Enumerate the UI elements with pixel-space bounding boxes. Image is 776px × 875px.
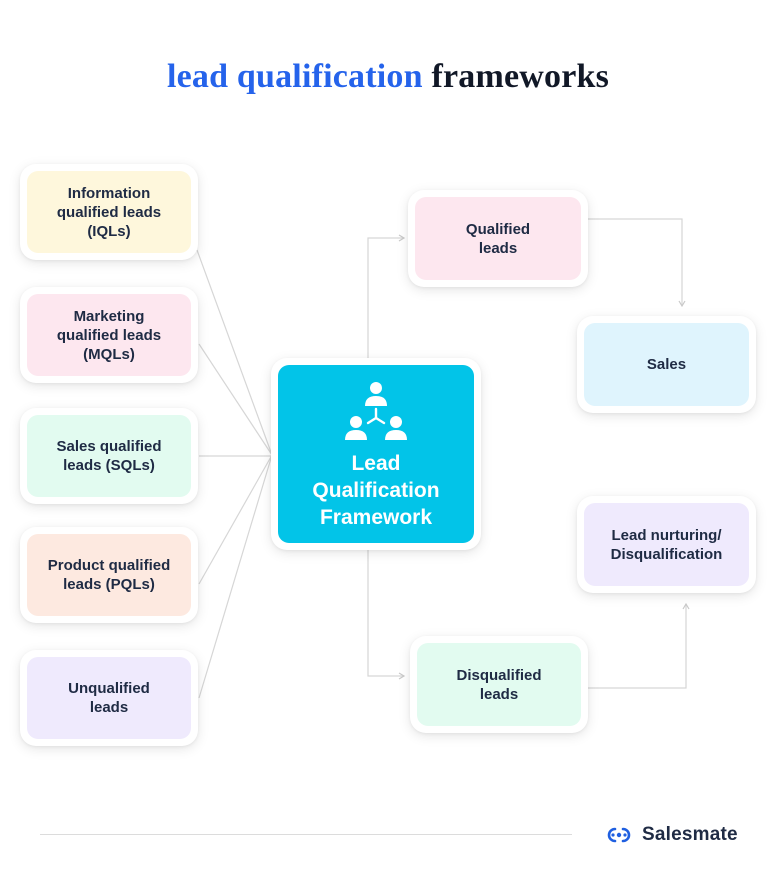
sales-box: Sales bbox=[577, 316, 756, 413]
pql-box: Product qualified leads (PQLs) bbox=[20, 527, 198, 623]
title-rest: frameworks bbox=[431, 58, 610, 95]
connector-iql bbox=[196, 249, 273, 456]
unqualified-box: Unqualified leads bbox=[20, 650, 198, 746]
sql-label: Sales qualified leads (SQLs) bbox=[56, 438, 162, 474]
title-accent: lead qualification bbox=[166, 58, 423, 95]
page-title: lead qualification frameworks bbox=[0, 58, 776, 96]
framework-box: Lead Qualification Framework bbox=[271, 358, 481, 550]
connector-to-qualified bbox=[367, 234, 406, 358]
disqualified-label: Disqualified leads bbox=[456, 666, 542, 703]
connector-qualified-to-sales bbox=[588, 218, 686, 308]
connector-disqualified-to-nurturing bbox=[580, 602, 690, 689]
unqualified-label: Unqualified leads bbox=[68, 680, 150, 716]
salesmate-logo-icon bbox=[607, 827, 631, 843]
pql-label: Product qualified leads (PQLs) bbox=[47, 557, 171, 593]
qualified-label: Qualified leads bbox=[465, 220, 531, 257]
connector-pql bbox=[198, 454, 273, 585]
nurturing-label: Lead nurturing/ Disqualification bbox=[610, 526, 723, 563]
sql-box: Sales qualified leads (SQLs) bbox=[20, 408, 198, 504]
mql-label: Marketing qualified leads (MQLs) bbox=[56, 307, 162, 363]
disqualified-box: Disqualified leads bbox=[410, 636, 588, 733]
qualified-box: Qualified leads bbox=[408, 190, 588, 287]
footer-divider bbox=[40, 834, 572, 835]
connector-to-disqualified bbox=[367, 548, 406, 680]
people-network-icon bbox=[345, 381, 407, 440]
mql-box: Marketing qualified leads (MQLs) bbox=[20, 287, 198, 383]
sales-label: Sales bbox=[646, 356, 687, 373]
nurturing-box: Lead nurturing/ Disqualification bbox=[577, 496, 756, 593]
brand-name: Salesmate bbox=[642, 824, 738, 845]
brand-logo: Salesmate bbox=[603, 822, 738, 848]
connector-unqualified bbox=[198, 454, 273, 699]
framework-label: Lead Qualification Framework bbox=[312, 451, 440, 529]
iql-box: Information qualified leads (IQLs) bbox=[20, 164, 198, 260]
connector-mql bbox=[198, 343, 273, 456]
iql-label: Information qualified leads (IQLs) bbox=[56, 184, 162, 240]
